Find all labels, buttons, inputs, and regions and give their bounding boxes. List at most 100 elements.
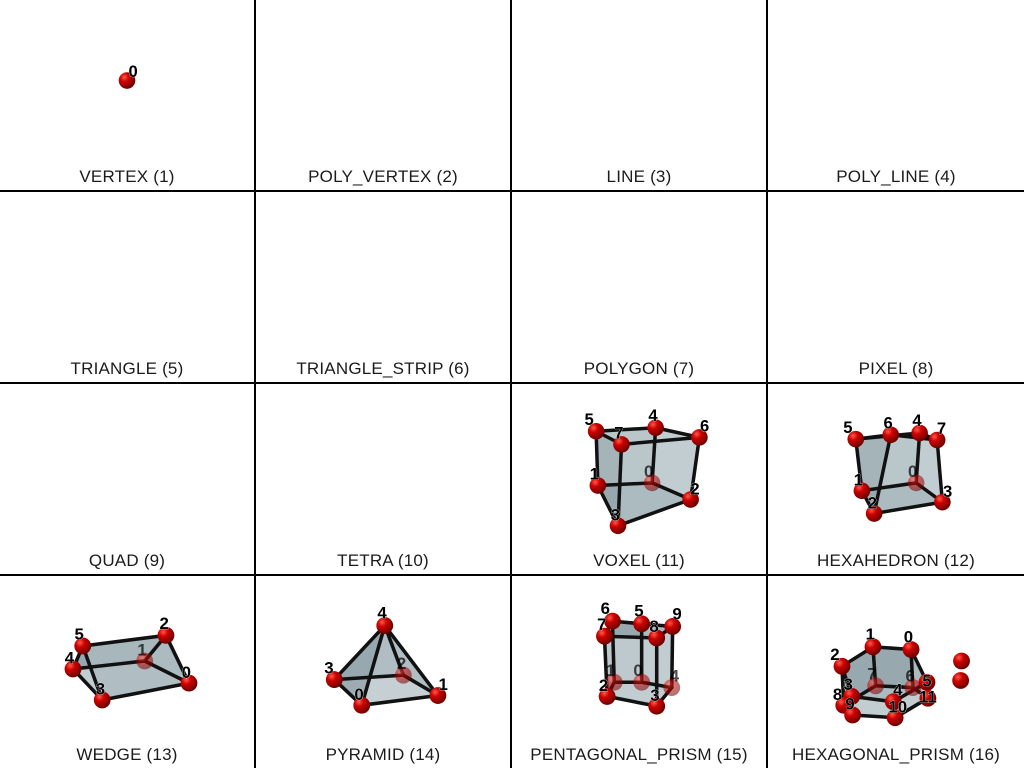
vertex-sphere [928,431,946,449]
cell-edge [80,633,168,648]
cell-edge [935,438,945,504]
vertex-sphere [864,638,882,656]
vertex-marker [844,706,862,724]
vertex-sphere [952,672,970,689]
vertex-sphere [647,419,664,437]
vertex-id-label: 7 [937,419,946,438]
cell-type-caption: TETRA (10) [337,551,429,570]
cell-panel-line: 01LINE (3) [512,0,768,192]
vertex-id-label: 0 [129,62,138,81]
vertex-id-label: 4 [912,411,922,430]
vertex-sphere [648,629,666,647]
cell-edge [383,623,406,677]
vertex-marker [647,419,664,437]
cell-type-caption: POLY_VERTEX (2) [308,167,458,186]
cell-edge [594,429,600,488]
cell-edge [669,624,675,690]
vertex-marker [952,672,970,689]
vertex-id-label: 9 [672,604,681,623]
vertex-id-label: 4 [670,666,680,685]
cell-edge [332,623,387,682]
cell-edge [596,481,654,488]
vertex-marker [157,626,175,644]
vertex-marker [643,474,661,492]
vertex-id-label: 7 [867,665,876,684]
vertex-marker [833,657,851,675]
vertex-id-label: 3 [650,686,659,705]
cell-edge [872,433,893,516]
cell-type-caption: HEXAGONAL_PRISM (16) [791,745,1001,764]
cell-panel-tetra: 0123TETRA (10) [256,384,512,576]
vertex-marker [664,618,682,635]
vertex-marker [904,679,922,696]
vertex-id-label: 2 [690,479,699,498]
vertex-id-label: 2 [599,676,608,695]
vertex-id-label: 1 [439,675,448,694]
vertex-marker [886,709,904,727]
cell-panel-quad: 0123QUAD (9) [0,384,256,576]
vertex-marker [605,673,623,691]
vertex-sphere [604,612,621,630]
vertex-id-label: 6 [601,599,610,618]
vertex-sphere [353,696,371,714]
cell-edge [164,633,191,685]
vertex-id-label: 3 [324,658,333,677]
vertex-id-label: 0 [182,663,191,682]
vertex-marker [589,477,607,494]
vertex-marker [394,666,412,684]
vertex-id-label: 4 [648,406,658,425]
cell-edge [80,644,104,702]
cell-edge [610,619,616,685]
vertex-sphere [853,482,871,500]
vertex-sphere [919,689,937,707]
cell-type-caption: QUAD (9) [88,551,166,570]
vertex-id-label: 3 [943,482,952,501]
cell-panel-poly-vertex: 012345POLY_VERTEX (2) [256,0,512,192]
vertex-id-label: 3 [844,675,853,694]
vertex-id-label: 1 [606,661,615,680]
vertex-id-label: 4 [893,681,903,700]
vertex-sphere [867,677,885,695]
vertex-id-label: 2 [160,614,169,633]
vertex-id-label: 3 [96,680,105,699]
vertex-marker [884,693,902,711]
cell-edge [602,634,609,699]
vertex-sphere [180,674,198,692]
vertex-marker [867,677,885,695]
vertex-id-label: 3 [611,506,620,525]
vertex-sphere [429,687,447,704]
vertex-marker [376,617,394,634]
vertex-sphere [911,424,928,442]
cell-type-caption: WEDGE (13) [76,745,178,764]
cell-type-caption: VOXEL (11) [593,551,685,570]
vertex-sphere [613,436,630,453]
vertex-marker [609,517,627,535]
vertex-sphere [64,660,82,678]
vertex-marker [325,671,343,689]
vertex-marker [587,422,605,440]
cell-type-caption: POLY_LINE (4) [836,167,956,186]
vertex-sphere [587,422,605,440]
vertex-sphere [643,474,661,492]
vertex-id-label: 8 [649,617,658,636]
cell-type-caption: PENTAGONAL_PRISM (15) [530,745,748,764]
vertex-sphere [664,618,682,635]
vertex-marker [882,426,900,444]
vertex-marker [74,637,92,655]
vertex-marker [598,688,616,705]
vertex-marker [847,430,865,448]
cell-type-caption: VERTEX (1) [79,167,175,186]
vertex-sphere [589,477,607,494]
vertex-sphere [934,493,951,511]
vertex-sphere [663,679,681,696]
vertex-sphere [596,627,613,645]
cell-edge [605,694,659,708]
vertex-marker [934,493,951,511]
